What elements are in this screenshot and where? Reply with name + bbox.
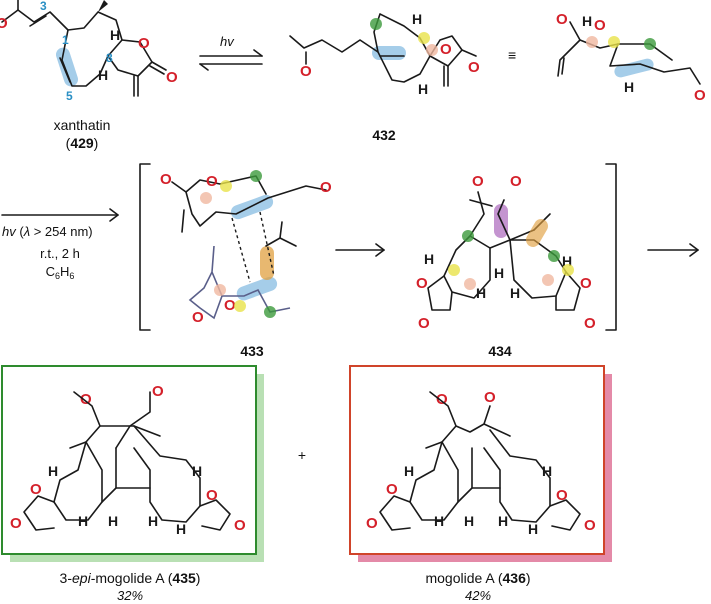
photolysis-conditions: hv (λ > 254 nm)	[2, 224, 93, 239]
xanthatin-structure: O O O H H 3 1 5 8	[0, 0, 178, 103]
xanthatin-name: xanthatin	[54, 117, 111, 133]
hydrogen-atom: H	[434, 513, 444, 529]
oxygen-atom: O	[510, 173, 522, 190]
hydrogen-atom: H	[404, 463, 414, 479]
hv-label: hv	[220, 34, 235, 49]
oxygen-atom: O	[152, 383, 164, 400]
hydrogen-atom: H	[108, 513, 118, 529]
oxygen-atom: O	[556, 11, 568, 28]
hydrogen-atom: H	[528, 521, 538, 537]
oxygen-atom: O	[594, 17, 606, 34]
hydrogen-atom: H	[412, 11, 422, 27]
temperature-time-conditions: r.t., 2 h	[40, 246, 80, 261]
hydrogen-atom: H	[148, 513, 158, 529]
hydrogen-atom: H	[424, 251, 434, 267]
oxygen-atom: O	[472, 173, 484, 190]
oxygen-atom: O	[30, 481, 42, 498]
hydrogen-atom: H	[78, 513, 88, 529]
oxygen-atom: O	[192, 309, 204, 326]
hydrogen-atom: H	[624, 79, 634, 95]
hydrogen-atom: H	[582, 13, 592, 29]
compound-432-conformer: O O O H H	[556, 11, 706, 104]
product-box-436	[349, 365, 612, 562]
atom-number-1: 1	[62, 33, 69, 47]
atom-number-5: 5	[66, 89, 73, 103]
oxygen-atom: O	[416, 275, 428, 292]
oxygen-atom: O	[386, 481, 398, 498]
oxygen-atom: O	[224, 297, 236, 314]
plus-sign: +	[298, 447, 306, 463]
hydrogen-atom: H	[110, 27, 120, 43]
oxygen-atom: O	[556, 487, 568, 504]
oxygen-atom: O	[138, 35, 150, 52]
oxygen-atom: O	[418, 315, 430, 332]
hydrogen-atom: H	[192, 463, 202, 479]
hydrogen-atom: H	[476, 285, 486, 301]
product-436-yield: 42%	[465, 588, 491, 603]
hydrogen-atom: H	[498, 513, 508, 529]
compound-432-label: 432	[372, 127, 396, 143]
compound-436-structure: O O O O O O H H H H H H	[366, 389, 596, 537]
hydrogen-atom: H	[562, 253, 572, 269]
product-435-name: 3-epi-mogolide A (435)	[60, 570, 201, 586]
oxygen-atom: O	[10, 515, 22, 532]
equilibrium-arrow: hv	[199, 34, 263, 71]
product-435-yield: 32%	[117, 588, 143, 603]
hydrogen-atom: H	[98, 67, 108, 83]
equivalence-sign: ≡	[508, 47, 516, 63]
hydrogen-atom: H	[542, 463, 552, 479]
compound-432-structure: O O O H H	[289, 11, 480, 97]
product-box-435	[1, 365, 264, 562]
oxygen-atom: O	[584, 517, 596, 534]
hydrogen-atom: H	[48, 463, 58, 479]
oxygen-atom: O	[468, 59, 480, 76]
oxygen-atom: O	[484, 389, 496, 406]
compound-433-structure: O O O O O	[160, 170, 332, 326]
compound-433-label: 433	[240, 343, 264, 359]
product-436-name: mogolide A (436)	[425, 570, 530, 586]
oxygen-atom: O	[206, 173, 218, 190]
oxygen-atom: O	[366, 515, 378, 532]
compound-435-structure: O O O O O O H H H H H H	[10, 383, 246, 537]
atom-number-8: 8	[106, 51, 113, 65]
atom-number-3: 3	[40, 0, 47, 13]
oxygen-atom: O	[584, 315, 596, 332]
oxygen-atom: O	[206, 487, 218, 504]
compound-434-label: 434	[488, 343, 512, 359]
oxygen-atom: O	[300, 63, 312, 80]
oxygen-atom: O	[0, 15, 8, 32]
hydrogen-atom: H	[176, 521, 186, 537]
xanthatin-number: (429)	[66, 135, 99, 151]
oxygen-atom: O	[694, 87, 706, 104]
oxygen-atom: O	[440, 41, 452, 58]
hydrogen-atom: H	[510, 285, 520, 301]
oxygen-atom: O	[160, 171, 172, 188]
hydrogen-atom: H	[494, 265, 504, 281]
oxygen-atom: O	[320, 179, 332, 196]
oxygen-atom: O	[166, 69, 178, 86]
compound-434-structure: O O O O O O H H H H H	[416, 173, 596, 332]
hydrogen-atom: H	[464, 513, 474, 529]
solvent-conditions: C6H6	[46, 264, 75, 281]
oxygen-atom: O	[234, 517, 246, 534]
oxygen-atom: O	[580, 275, 592, 292]
hydrogen-atom: H	[418, 81, 428, 97]
